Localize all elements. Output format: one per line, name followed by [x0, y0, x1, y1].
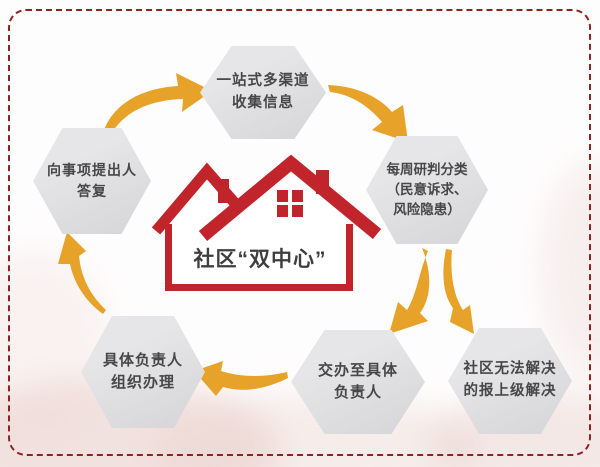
window-icon [277, 190, 303, 217]
flow-arrows [58, 73, 474, 396]
node-collect-info: 一站式多渠道 收集信息 [200, 46, 326, 139]
node-label-line: 组织办理 [110, 374, 175, 391]
big-roof-interior [212, 170, 367, 231]
arrow-assign-to-organize [194, 361, 288, 396]
node-label-line: 风险隐患） [393, 202, 461, 218]
node-label-line: 的报上级解决 [463, 383, 557, 399]
node-label-line: 答复 [77, 183, 107, 199]
arrow-organize-to-reply [58, 232, 106, 314]
dual-house-icon [151, 154, 382, 291]
house-body [165, 226, 353, 288]
node-label-line: 具体负责人 [102, 351, 183, 369]
node-label-line: 每周研判分类 [386, 161, 468, 177]
node-label-line: 社区无法解决 [463, 361, 557, 378]
diagram-title: 社区“双中心” [193, 248, 327, 271]
arrow-weekly-to-escalate [443, 249, 474, 334]
arrow-weekly-to-assign [389, 248, 430, 334]
node-label-line: （民意诉求、 [386, 181, 468, 197]
arrow-reply-to-collect [103, 73, 212, 136]
node-label-line: 一站式多渠道 [216, 72, 310, 89]
node-label-line: 负责人 [333, 384, 382, 401]
house-walls [165, 224, 353, 291]
node-label-line: 交办至具体 [317, 361, 398, 379]
node-assign: 交办至具体 负责人 [291, 330, 425, 434]
big-roof [198, 154, 382, 242]
node-reply: 向事项提出人 答复 [33, 128, 151, 234]
node-label-line: 向事项提出人 [47, 162, 137, 178]
node-label-line: 收集信息 [232, 94, 294, 111]
node-weekly-analysis: 每周研判分类 （民意诉求、 风险隐患） [366, 136, 488, 244]
arrow-collect-to-weekly [328, 85, 408, 142]
